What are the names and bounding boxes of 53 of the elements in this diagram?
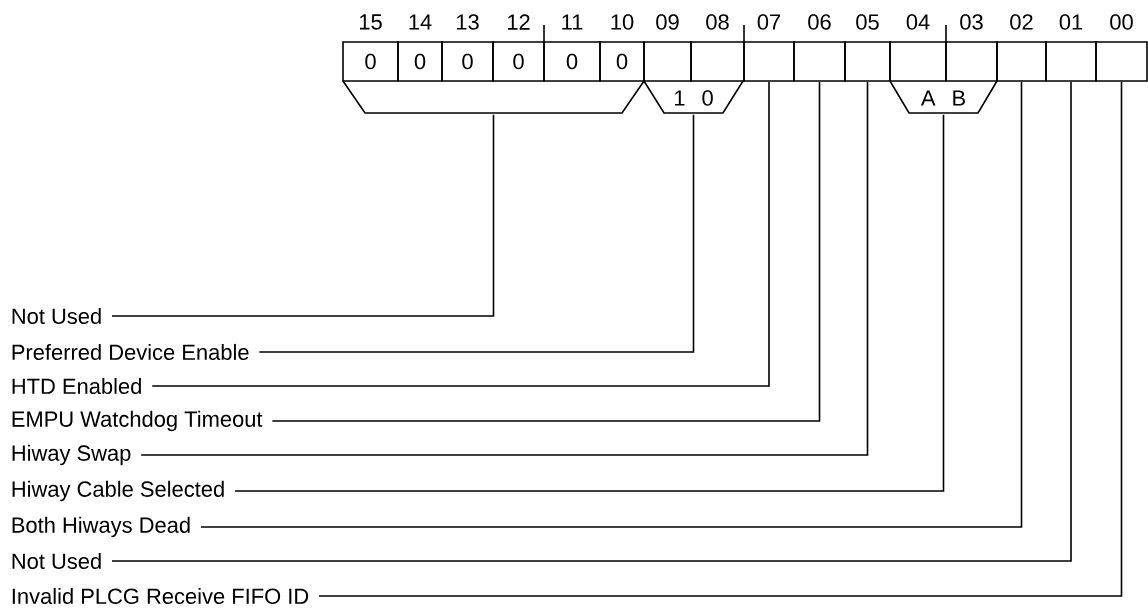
register-cell xyxy=(996,41,1047,82)
bit-number: 00 xyxy=(1110,14,1133,30)
bit-number: 07 xyxy=(757,14,781,30)
field-label: Both Hiways Dead xyxy=(12,516,190,538)
register-cell xyxy=(889,41,947,82)
bit-number: 14 xyxy=(409,14,432,30)
field-label: Hiway Cable Selected xyxy=(12,480,224,502)
register-cell xyxy=(743,41,795,82)
bit-number: 05 xyxy=(856,14,879,30)
leader-line xyxy=(151,81,770,387)
leader-line xyxy=(258,114,695,353)
bit-number: 09 xyxy=(656,14,679,30)
register-cell xyxy=(945,41,998,82)
bit-number: 13 xyxy=(457,14,479,30)
leader-line xyxy=(200,81,1023,528)
field-label: EMPU Watchdog Timeout xyxy=(12,410,263,432)
leader-line xyxy=(111,81,1072,562)
leader-line xyxy=(140,81,869,456)
field-label: Invalid PLCG Receive FIFO ID xyxy=(12,587,309,605)
bracket-trapezoid: A B xyxy=(889,80,998,114)
bit-number: 11 xyxy=(562,14,583,30)
field-label: Hiway Swap xyxy=(12,444,131,466)
leader-line xyxy=(234,114,945,492)
leader-line xyxy=(111,114,495,317)
bit-number: 08 xyxy=(706,14,729,30)
register-cell: 0 xyxy=(492,41,545,82)
register-cell: 0 xyxy=(342,41,399,82)
bit-number: 10 xyxy=(611,14,634,30)
leader-line xyxy=(271,81,821,422)
bit-number: 03 xyxy=(960,14,983,30)
bracket-trapezoid xyxy=(342,80,645,114)
field-label: Not Used xyxy=(12,307,101,325)
leader-line xyxy=(318,81,1123,597)
register-cell: 0 xyxy=(397,41,443,82)
register-cell: 0 xyxy=(543,41,601,82)
field-label: HTD Enabled xyxy=(12,377,141,395)
register-cell: 0 xyxy=(441,41,494,82)
field-label: Preferred Device Enable xyxy=(12,343,249,361)
register-cell xyxy=(643,41,692,82)
register-cell xyxy=(1045,41,1097,82)
register-cell xyxy=(690,41,745,82)
register-cell xyxy=(793,41,846,82)
field-label: Not Used xyxy=(12,552,101,570)
bit-number: 06 xyxy=(808,14,831,30)
bit-number: 01 xyxy=(1059,14,1083,30)
register-cell: 0 xyxy=(599,41,645,82)
bit-number: 15 xyxy=(360,14,382,30)
bit-number: 12 xyxy=(508,14,530,30)
register-cell xyxy=(1095,41,1148,82)
bracket-trapezoid: 1 0 xyxy=(643,80,744,114)
register-cell xyxy=(844,41,891,82)
bit-number: 02 xyxy=(1010,14,1033,30)
bit-number: 04 xyxy=(906,14,930,30)
